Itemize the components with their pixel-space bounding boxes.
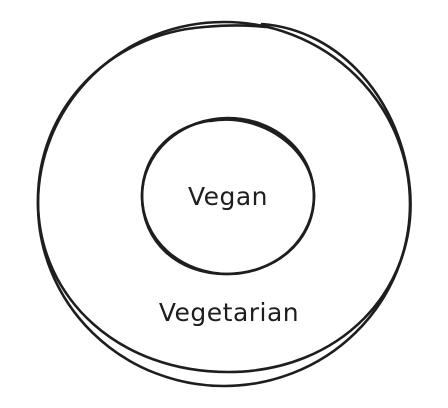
inner-label: Vegan bbox=[188, 182, 268, 211]
inner-circle bbox=[140, 116, 316, 276]
outer-label: Vegetarian bbox=[159, 298, 299, 327]
outer-circle bbox=[36, 20, 412, 388]
